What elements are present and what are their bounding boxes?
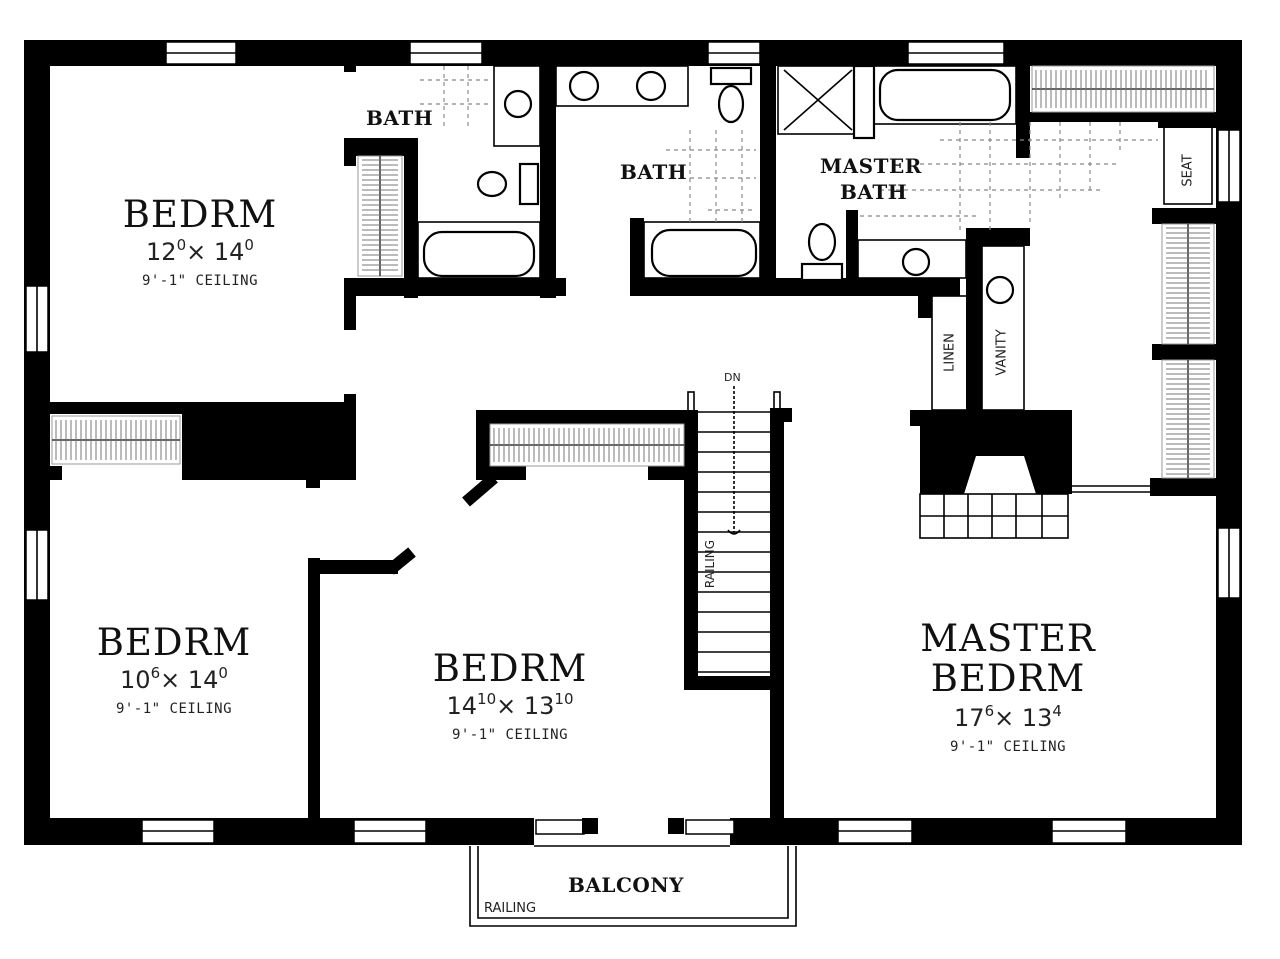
bath-fixtures: [417, 64, 1213, 411]
room-ceiling: 9'-1" CEILING: [141, 273, 259, 289]
room-name-line2: BEDRM: [930, 657, 1086, 700]
linen-label: LINEN: [942, 333, 958, 372]
room-name: BEDRM: [96, 621, 252, 664]
room-dimensions: 106× 140: [120, 664, 228, 694]
room-ceiling: 9'-1" CEILING: [949, 739, 1067, 755]
room-dimensions: 1410× 1310: [446, 690, 574, 720]
bath-2-label: BATH: [620, 160, 688, 184]
bath-1-label: BATH: [366, 106, 434, 130]
balcony-railing-label: RAILING: [484, 901, 537, 916]
master-bath-label-line2: BATH: [840, 180, 908, 204]
room-ceiling: 9'-1" CEILING: [115, 701, 233, 717]
room-dimensions: 176× 134: [954, 702, 1062, 732]
windows: [25, 41, 1241, 847]
tile-grid: [420, 66, 1158, 230]
vanity-label: VANITY: [994, 329, 1010, 376]
closet-rods: [51, 65, 1215, 479]
room-dimensions: 120× 140: [146, 236, 254, 266]
seat-label: SEAT: [1180, 154, 1196, 187]
stairs-down-label: DN: [724, 371, 741, 384]
master-bath-label-line1: MASTER: [820, 154, 922, 178]
room-name: BEDRM: [122, 193, 278, 236]
interior-walls: [50, 62, 1216, 830]
room-name: BEDRM: [432, 647, 588, 690]
stair-railing-label: RAILING: [703, 539, 717, 589]
room-name-line1: MASTER: [920, 617, 1096, 660]
room-ceiling: 9'-1" CEILING: [451, 727, 569, 743]
balcony-railing: [469, 846, 797, 927]
balcony-label: BALCONY: [568, 873, 684, 897]
staircase: [687, 386, 781, 673]
fireplace-hearth: [919, 485, 1150, 539]
